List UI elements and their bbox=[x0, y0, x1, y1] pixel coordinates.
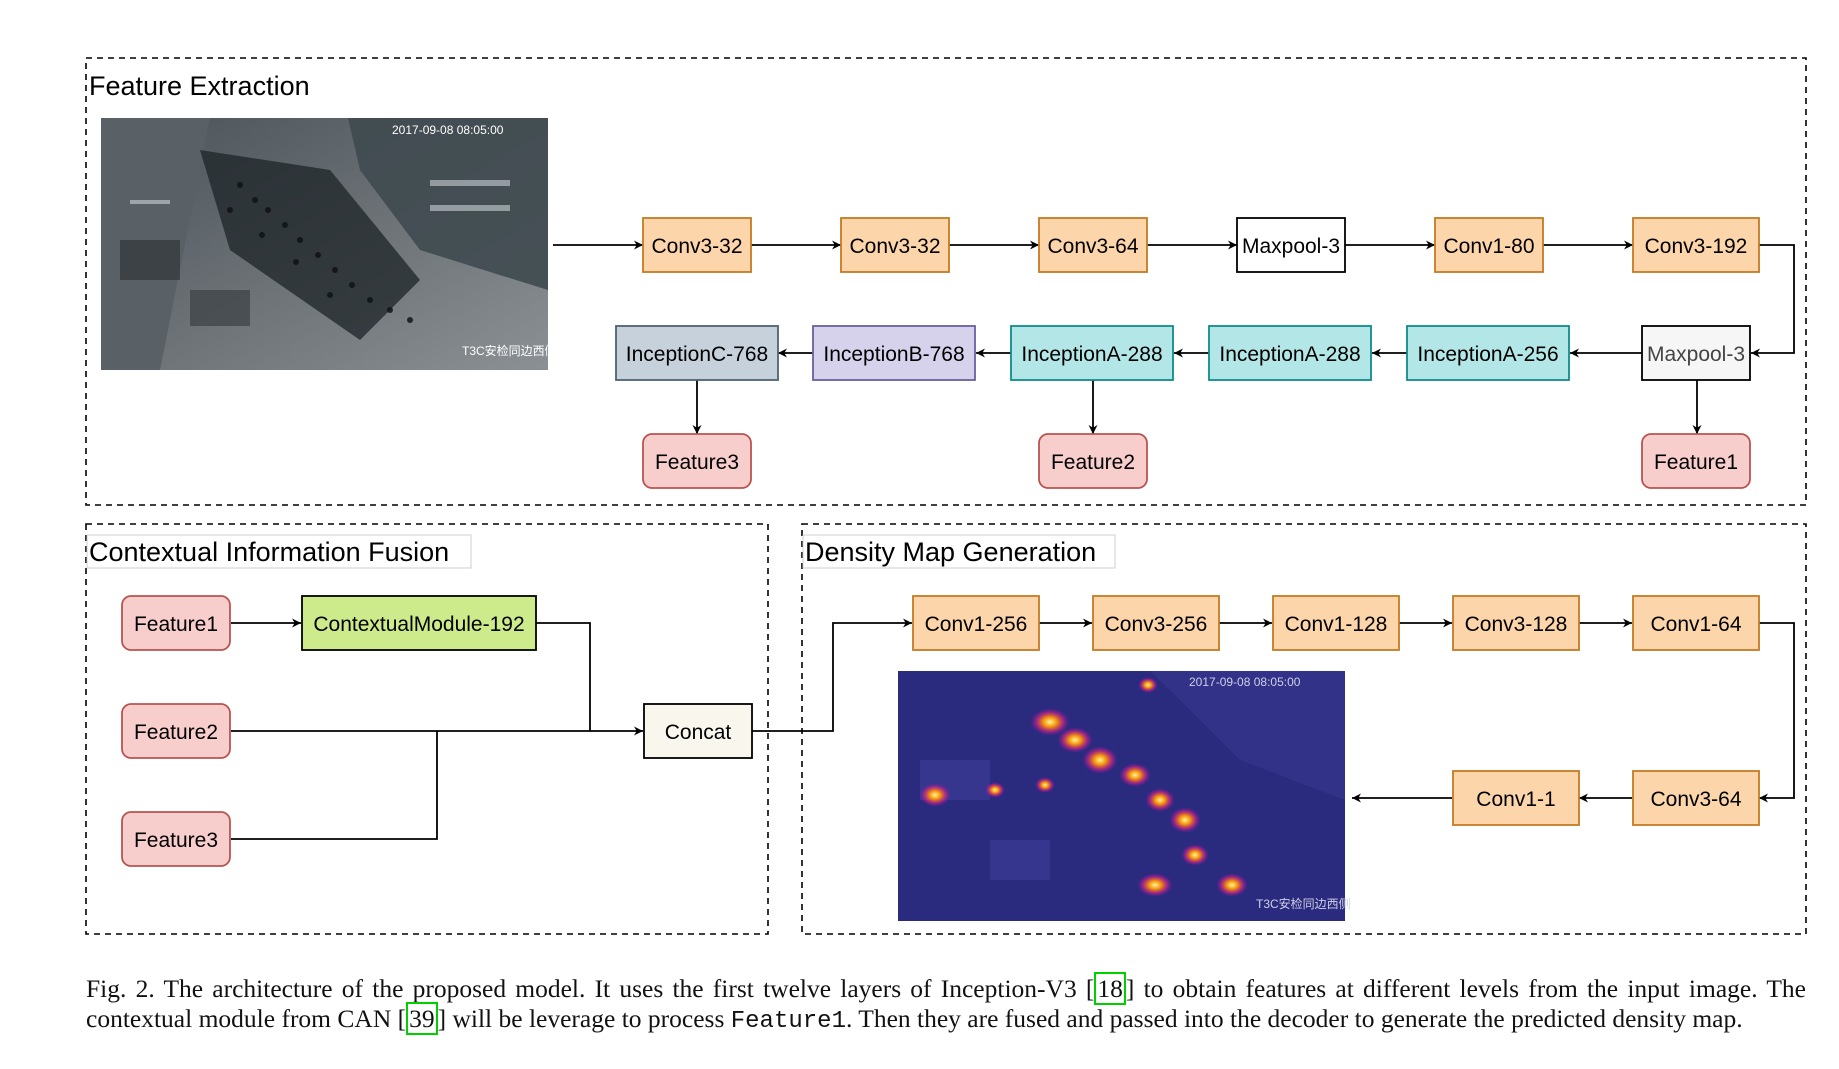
density-map-image: 2017-09-08 08:05:00 T3C安检同边西侧 bbox=[898, 671, 1351, 921]
block-label: Conv3-64 bbox=[1047, 235, 1138, 258]
block-label: Conv3-128 bbox=[1465, 613, 1568, 636]
block-label: Conv3-192 bbox=[1645, 235, 1748, 258]
section-title-feature-extraction: Feature Extraction bbox=[89, 71, 310, 101]
block-label: Conv3-64 bbox=[1650, 788, 1741, 811]
block-label: Conv1-64 bbox=[1650, 613, 1741, 636]
figure-caption: Fig. 2. The architecture of the proposed… bbox=[86, 972, 1806, 1037]
citation-link[interactable]: 39 bbox=[406, 1002, 438, 1035]
block-label: Feature1 bbox=[134, 613, 218, 636]
block-label: Feature3 bbox=[134, 829, 218, 852]
caption-text: ] will be leverage to process bbox=[437, 1004, 731, 1033]
caption-text: . Then they are fused and passed into th… bbox=[845, 1004, 1743, 1033]
inception-a-block: InceptionA-288 bbox=[1208, 325, 1372, 381]
citation-link[interactable]: 18 bbox=[1094, 972, 1126, 1005]
conv-block: Conv1-64 bbox=[1632, 595, 1760, 651]
block-label: Conv1-1 bbox=[1476, 788, 1555, 811]
block-label: Conv1-128 bbox=[1285, 613, 1388, 636]
block-label: Concat bbox=[665, 721, 732, 744]
fusion-connectors bbox=[231, 618, 1795, 840]
block-label: Conv3-32 bbox=[651, 235, 742, 258]
block-label: Feature2 bbox=[134, 721, 218, 744]
block-label: Conv3-256 bbox=[1105, 613, 1208, 636]
feature-extraction-frame bbox=[85, 57, 1807, 506]
input-image-timestamp: 2017-09-08 08:05:00 bbox=[392, 123, 504, 137]
feature-block: Feature2 bbox=[1038, 433, 1148, 489]
input-image-watermark: T3C安检同边西侧 bbox=[462, 343, 557, 358]
block-label: Maxpool-3 bbox=[1647, 343, 1745, 366]
conv-block: Conv1-256 bbox=[912, 595, 1040, 651]
conv-block: Conv3-64 bbox=[1632, 770, 1760, 826]
block-label: Conv1-80 bbox=[1443, 235, 1534, 258]
conv-block: Conv3-64 bbox=[1038, 217, 1148, 273]
block-label: InceptionA-288 bbox=[1021, 343, 1162, 366]
block-label: Feature1 bbox=[1654, 451, 1738, 474]
architecture-diagram: Feature Extraction Contextual Informatio… bbox=[85, 57, 1807, 935]
density-image-timestamp: 2017-09-08 08:05:00 bbox=[1189, 675, 1301, 689]
input-crowd-image: 2017-09-08 08:05:00 T3C安检同边西侧 bbox=[101, 118, 557, 370]
block-label: InceptionA-288 bbox=[1219, 343, 1360, 366]
conv-block: Conv3-128 bbox=[1452, 595, 1580, 651]
concat-block: Concat bbox=[643, 703, 753, 759]
block-label: InceptionA-256 bbox=[1417, 343, 1558, 366]
extraction-connectors bbox=[553, 240, 1795, 434]
block-label: ContextualModule-192 bbox=[313, 613, 524, 636]
feature-block: Feature1 bbox=[1641, 433, 1751, 489]
block-label: Conv1-256 bbox=[925, 613, 1028, 636]
block-label: InceptionB-768 bbox=[823, 343, 964, 366]
feature-block: Feature1 bbox=[121, 595, 231, 651]
caption-code: Feature1 bbox=[730, 1008, 846, 1035]
conv-block: Conv3-192 bbox=[1632, 217, 1760, 273]
block-label: Feature3 bbox=[655, 451, 739, 474]
conv-block: Conv3-32 bbox=[642, 217, 752, 273]
inception-b-block: InceptionB-768 bbox=[812, 325, 976, 381]
conv-block: Conv3-32 bbox=[840, 217, 950, 273]
maxpool-block: Maxpool-3 bbox=[1236, 217, 1346, 273]
maxpool-block: Maxpool-3 bbox=[1641, 325, 1751, 381]
feature-block: Feature3 bbox=[121, 811, 231, 867]
contextual-module-block: ContextualModule-192 bbox=[301, 595, 537, 651]
conv-block: Conv1-128 bbox=[1272, 595, 1400, 651]
inception-a-block: InceptionA-288 bbox=[1010, 325, 1174, 381]
feature-block: Feature3 bbox=[642, 433, 752, 489]
feature-block: Feature2 bbox=[121, 703, 231, 759]
caption-text: ] to obtain features at different levels… bbox=[86, 974, 1806, 1033]
conv-block: Conv1-1 bbox=[1452, 770, 1580, 826]
density-image-watermark: T3C安检同边西侧 bbox=[1256, 896, 1351, 911]
section-title-contextual-fusion: Contextual Information Fusion bbox=[89, 537, 449, 567]
conv-block: Conv3-256 bbox=[1092, 595, 1220, 651]
section-title-density-generation: Density Map Generation bbox=[805, 537, 1096, 567]
conv-block: Conv1-80 bbox=[1434, 217, 1544, 273]
contextual-fusion-frame bbox=[85, 523, 769, 935]
block-label: InceptionC-768 bbox=[626, 343, 768, 366]
block-label: Feature2 bbox=[1051, 451, 1135, 474]
inception-a-block: InceptionA-256 bbox=[1406, 325, 1570, 381]
inception-c-block: InceptionC-768 bbox=[615, 325, 779, 381]
caption-text: Fig. 2. The architecture of the proposed… bbox=[86, 974, 1095, 1003]
density-generation-frame bbox=[801, 523, 1807, 935]
block-label: Conv3-32 bbox=[849, 235, 940, 258]
block-label: Maxpool-3 bbox=[1242, 235, 1340, 258]
